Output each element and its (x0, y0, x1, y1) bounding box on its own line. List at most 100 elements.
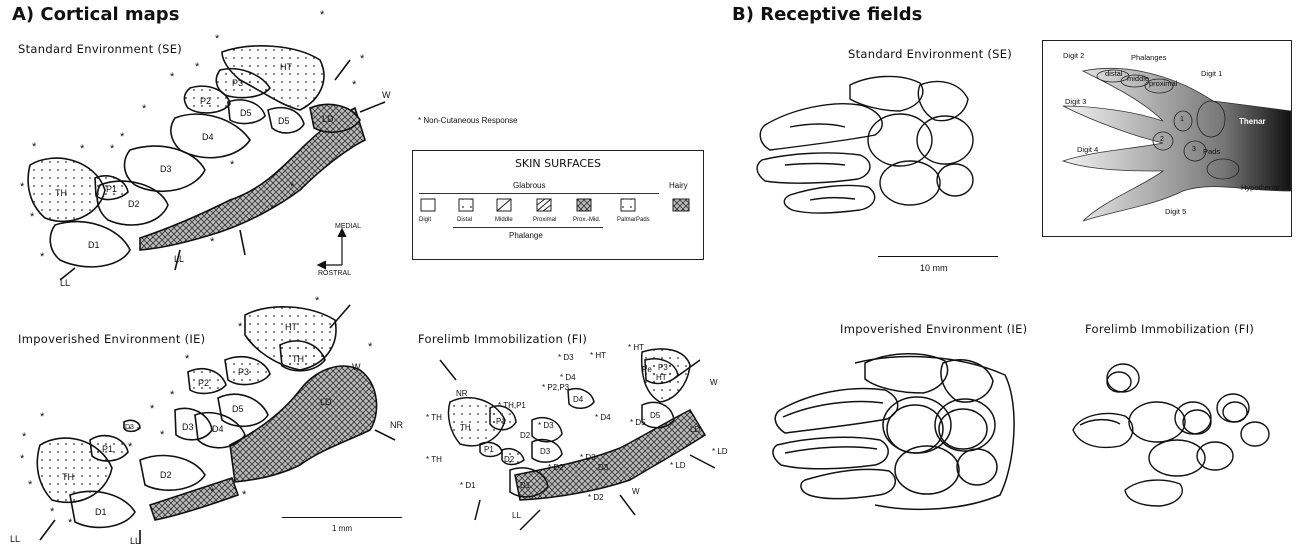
ie-ll2-text: LL (130, 536, 140, 544)
fi-d4-text: D4 (573, 395, 584, 404)
fi-d3-top-text: * D3 (558, 353, 574, 362)
svg-text:*: * (22, 431, 27, 443)
fi-d4-top-text: * D4 (560, 373, 576, 382)
rf-se-label: Standard Environment (SE) (848, 47, 1013, 61)
fi-ht2-text: * HT (590, 351, 606, 360)
legend-swatch-proxmid (576, 198, 592, 212)
legend-item-palmar: PalmarPads (617, 217, 650, 223)
rf-scale-label: 10 mm (920, 263, 948, 273)
svg-text:*: * (150, 403, 155, 415)
fi-p1-region (489, 405, 517, 431)
fi-d2a-text: D2 (520, 431, 531, 440)
se-ll-text: LL (60, 278, 70, 288)
fi-ht-top-text: * HT (628, 343, 644, 352)
fi-pe-text: Pe (642, 365, 652, 374)
photo-label-thenar: Thenar (1239, 117, 1266, 126)
svg-text:*: * (230, 159, 235, 171)
compass-rostral-label: ROSTRAL (318, 270, 352, 277)
se-ld-text: LD (322, 114, 334, 124)
se-d4-text: D4 (202, 132, 214, 142)
se-p2-region (183, 85, 231, 114)
photo-label-phalanges: Phalanges (1131, 53, 1167, 62)
photo-label-hypothenar: Hypothenar (1241, 183, 1280, 192)
fi-ld-text: LD (690, 425, 700, 434)
skin-surfaces-legend: SKIN SURFACES Glabrous Hairy Digit Dista… (412, 150, 704, 260)
ie-map-label: Impoverished Environment (IE) (18, 332, 206, 346)
ie-ht-text: HT (285, 322, 297, 332)
svg-text:*: * (32, 141, 37, 153)
svg-text:*: * (352, 79, 357, 91)
se-map-label: Standard Environment (SE) (18, 42, 183, 56)
legend-item-proximal: Proximal (533, 217, 557, 223)
legend-divider (419, 193, 659, 194)
photo-label-digit2: Digit 2 (1063, 51, 1085, 60)
svg-text:*: * (160, 429, 165, 441)
ie-th2-text: TH (292, 354, 304, 364)
fi-nr-text: NR (456, 389, 468, 398)
rf-ie-hand-outline (772, 353, 1015, 511)
svg-text:*: * (238, 321, 243, 333)
photo-label-digit1: Digit 1 (1201, 69, 1223, 78)
fi-w1-text: W (710, 378, 718, 387)
fi-d4-region (567, 388, 595, 409)
ie-p2-region (187, 368, 227, 395)
se-d1-text: D1 (88, 240, 100, 250)
legend-item-digit: Digit (419, 217, 432, 223)
ie-d3b-region (123, 419, 141, 433)
fi-d2d-text: * D2 (588, 493, 604, 502)
fi-p2p3-text: * P2,P3 (542, 383, 570, 392)
rf-scale-bar (878, 256, 998, 257)
ie-ld-text: LD (320, 397, 332, 407)
ie-nr-text: NR (390, 420, 403, 430)
section-a-title: A) Cortical maps (12, 4, 180, 25)
svg-text:*: * (20, 181, 25, 193)
fi-th-text: TH (460, 423, 471, 432)
fi-th2-text: * TH (426, 455, 442, 464)
photo-label-digit5: Digit 5 (1165, 207, 1187, 216)
se-cortical-map: HT P3 P2 D5 D5 LD D4 D3 D2 D1 TH P1 LL L… (20, 9, 391, 288)
se-ht-text: HT (280, 62, 292, 72)
svg-text:*: * (40, 411, 45, 423)
svg-text:*: * (20, 453, 25, 465)
ie-hairy-strip (148, 477, 240, 521)
non-cutaneous-note: * Non-Cutaneous Response (418, 116, 518, 125)
ie-d2-text: D2 (160, 470, 172, 480)
fi-ll-text: LL (512, 511, 521, 520)
legend-swatch-distal (458, 198, 474, 212)
orientation-compass (316, 227, 347, 270)
photo-label-digit4: Digit 4 (1077, 145, 1099, 154)
se-ll2-text: LL (174, 254, 184, 264)
se-d4-region (170, 113, 251, 159)
rf-fi-hand-outline (1072, 363, 1270, 507)
fi-d3b-region (531, 438, 563, 463)
se-p2-text: P2 (200, 96, 211, 106)
legend-item-row: Digit Distal Middle Proximal Prox.-Mid. … (419, 217, 679, 223)
fi-p1-text: P1 (496, 417, 506, 426)
svg-text:*: * (315, 295, 320, 307)
section-b-title: B) Receptive fields (732, 4, 923, 25)
legend-item-proxmid: Prox.-Mid. (573, 217, 601, 223)
ie-th-text: TH (62, 472, 74, 482)
legend-item-distal: Distal (457, 217, 473, 223)
ie-th2-region (279, 340, 326, 372)
svg-text:*: * (170, 389, 175, 401)
svg-text:*: * (120, 131, 125, 143)
legend-phalange-bracket (453, 227, 603, 228)
svg-text:*: * (30, 211, 35, 223)
svg-text:*: * (110, 143, 115, 155)
fi-d3c-text: * D3 (580, 453, 596, 462)
se-th-region (27, 157, 106, 223)
se-ld-box (309, 103, 361, 133)
photo-label-proximal: proximal (1149, 79, 1178, 88)
se-d5b-region (267, 106, 305, 134)
fi-d5-text: D5 (650, 411, 661, 420)
fi-d3b-text: D3 (540, 447, 551, 456)
fi-ldb-text: * LD (670, 461, 686, 470)
fi-p1b-text: P1 (484, 445, 494, 454)
svg-text:*: * (320, 9, 325, 21)
ie-p1-text: P1 (102, 444, 113, 454)
fi-map-label: Forelimb Immobilization (FI) (418, 332, 588, 346)
se-p3-text: P3 (232, 78, 243, 88)
se-d5-text: D5 (240, 108, 252, 118)
ie-p1-region (89, 434, 129, 462)
